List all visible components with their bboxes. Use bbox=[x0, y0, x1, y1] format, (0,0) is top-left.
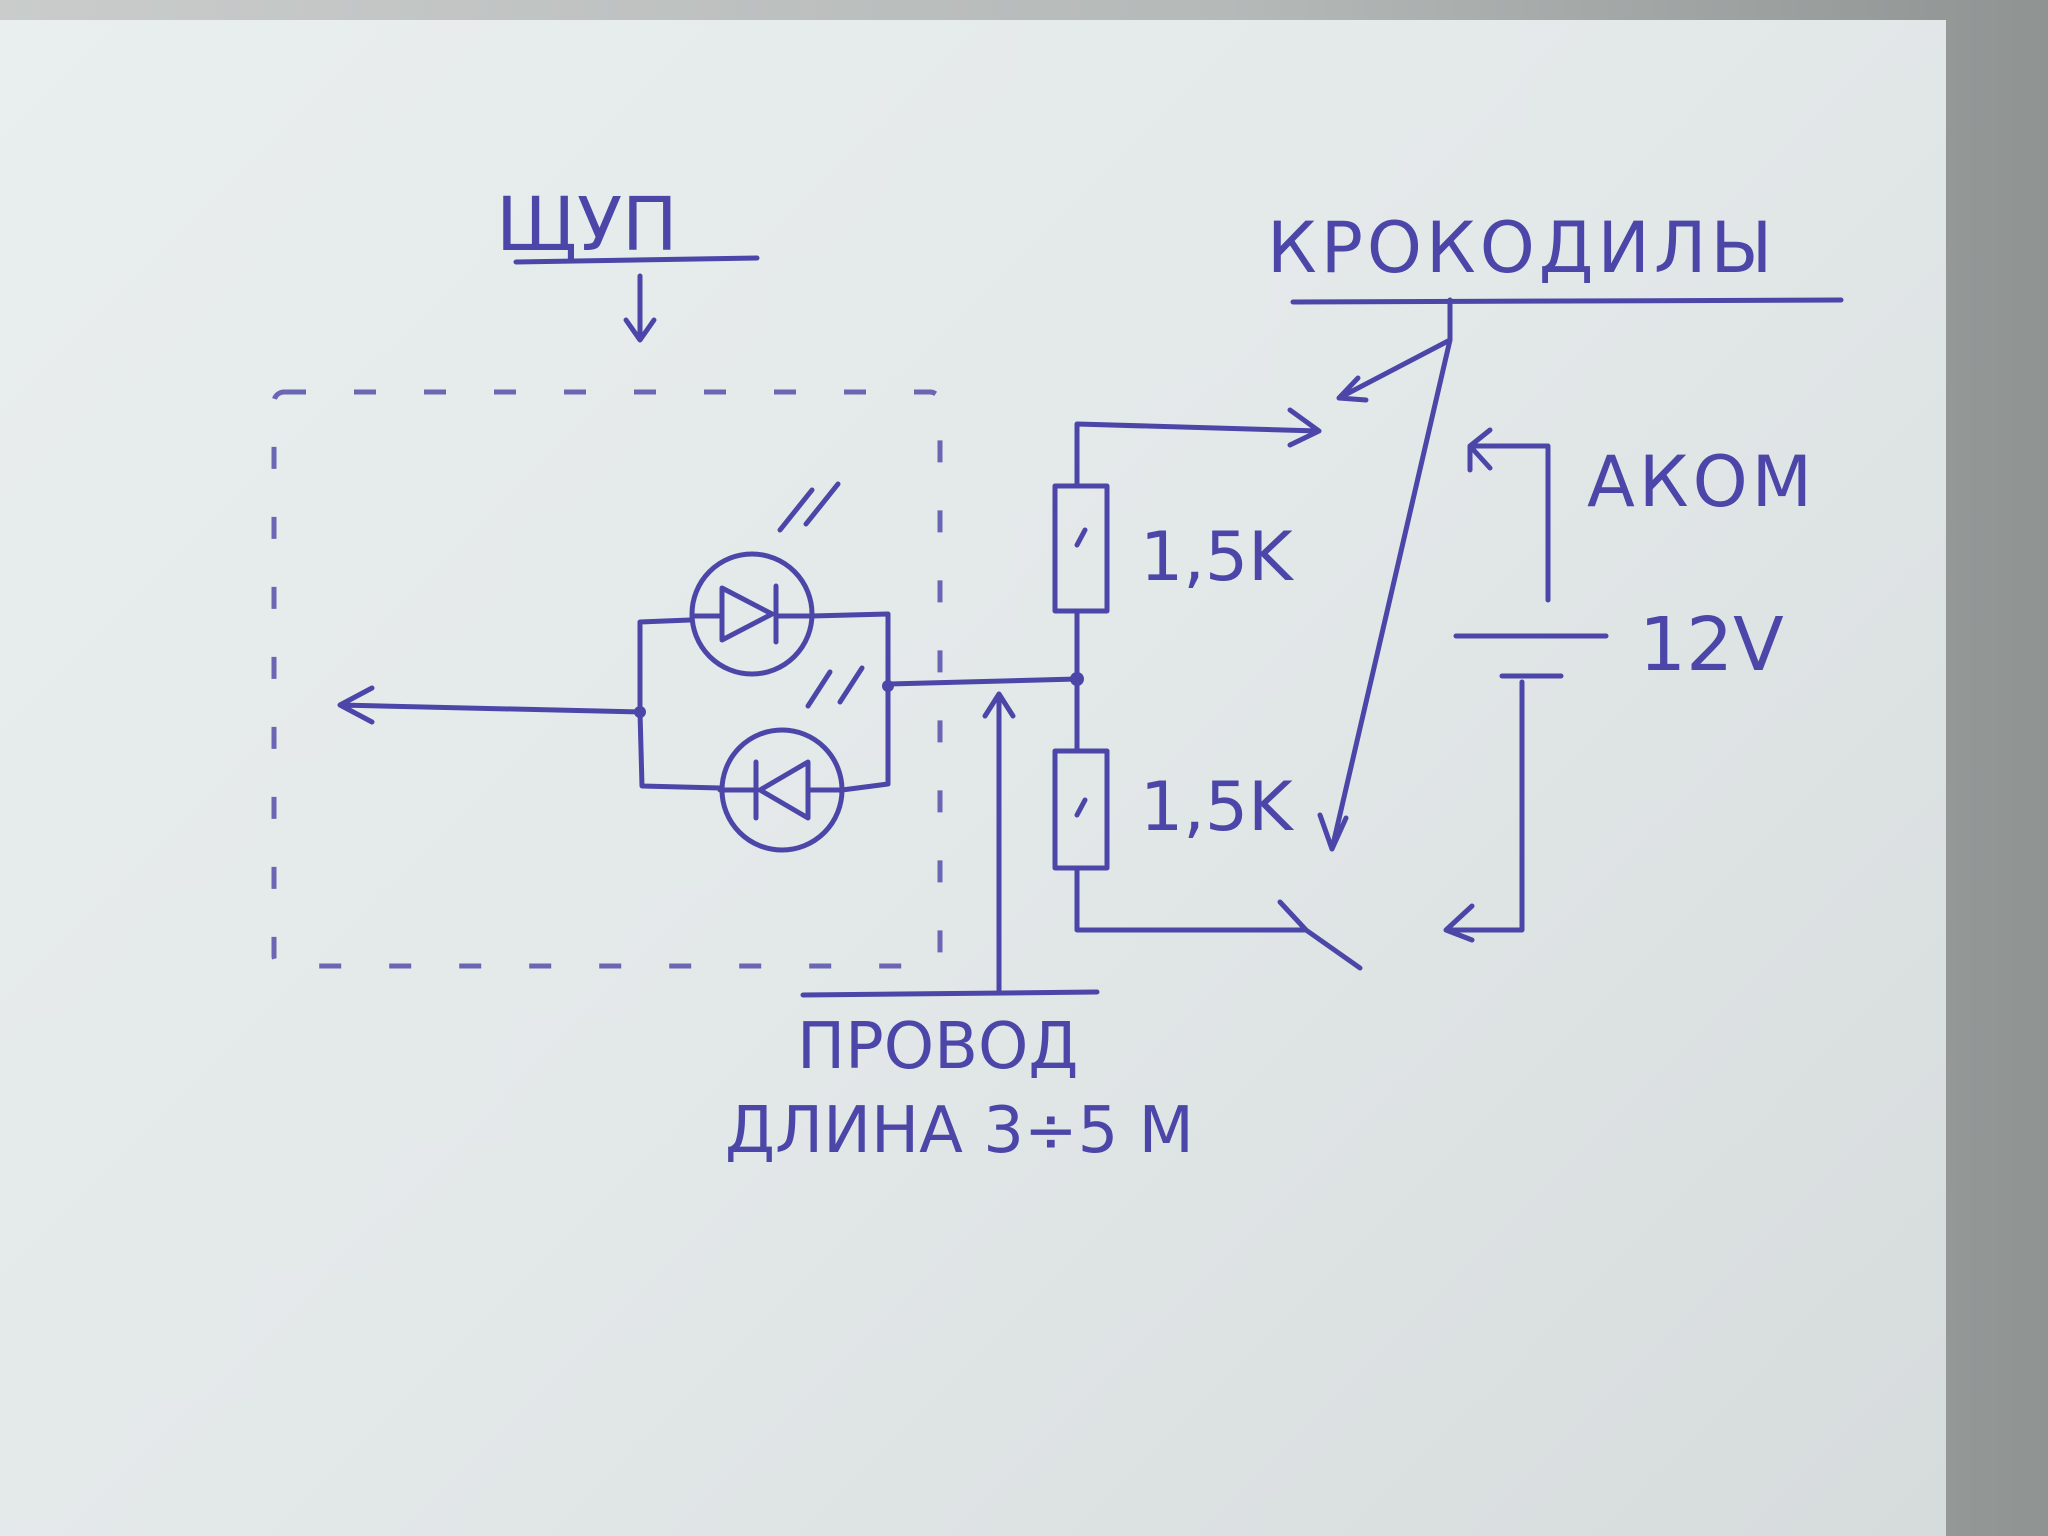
paper-sheet bbox=[0, 20, 1946, 1536]
wire-pointer-arrow bbox=[982, 691, 1016, 993]
light-emission-icon bbox=[777, 481, 841, 533]
voltage-divider bbox=[1052, 407, 1363, 971]
battery-voltage-label: 12V bbox=[1639, 602, 1784, 688]
led-pair bbox=[634, 481, 894, 853]
wire-length-label: ДЛИНА 3÷5 М bbox=[725, 1094, 1194, 1168]
probe-arrow-icon bbox=[623, 273, 657, 343]
resistor-top bbox=[1052, 483, 1110, 614]
clip-top-arrow bbox=[1336, 297, 1453, 403]
probe-underline bbox=[513, 255, 760, 265]
clip-bottom-arrow bbox=[1317, 337, 1453, 852]
probe-enclosure bbox=[271, 389, 943, 969]
resistor-bottom bbox=[1052, 748, 1110, 871]
wire-label: ПРОВОД bbox=[797, 1010, 1078, 1084]
resistor-bottom-label: 1,5K bbox=[1140, 768, 1295, 847]
wire-label-underline bbox=[800, 989, 1100, 998]
clips-label: КРОКОДИЛЫ bbox=[1267, 207, 1776, 289]
battery-name-label: АКОМ bbox=[1587, 441, 1816, 523]
probe-tip-arrow bbox=[337, 685, 643, 725]
resistor-top-label: 1,5K bbox=[1140, 518, 1295, 597]
probe-label: ЩУП bbox=[496, 182, 678, 268]
probe-wire bbox=[885, 676, 1080, 687]
battery bbox=[1443, 427, 1609, 943]
clips-underline bbox=[1290, 297, 1844, 305]
